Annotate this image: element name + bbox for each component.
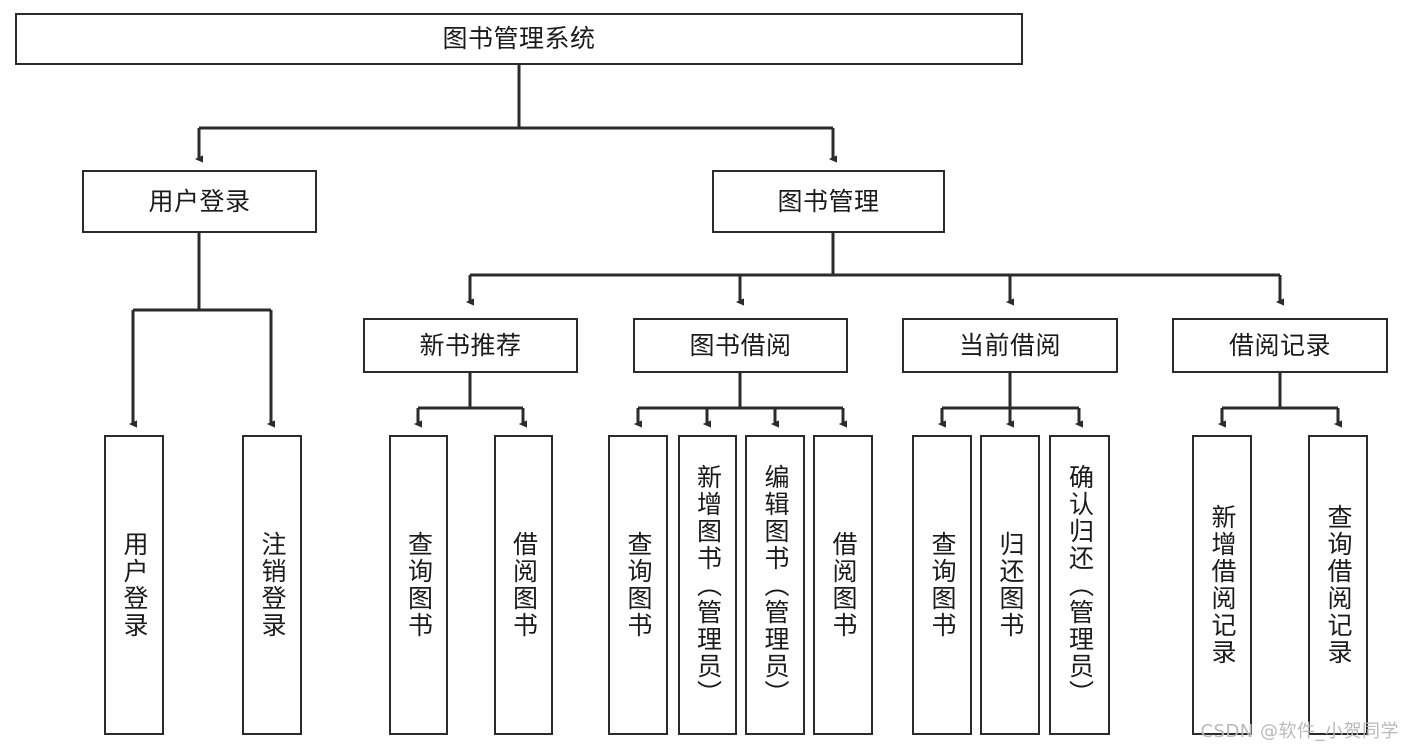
leaf-user-login-2-label: 注销登录: [258, 531, 287, 639]
leaf-book-borrow-4-label: 借阅图书: [829, 531, 858, 639]
node-root-label: 图书管理系统: [442, 24, 596, 54]
leaf-book-borrow-3[interactable]: 编辑图书（管理员）: [745, 435, 805, 735]
leaf-book-borrow-1[interactable]: 查询图书: [608, 435, 668, 735]
leaf-book-borrow-4[interactable]: 借阅图书: [813, 435, 873, 735]
leaf-borrow-record-2[interactable]: 查询借阅记录: [1308, 435, 1368, 735]
leaf-borrow-record-2-label: 查询借阅记录: [1324, 504, 1353, 666]
leaf-user-login-1-label: 用户登录: [120, 531, 149, 639]
leaf-current-borrow-1-label: 查询图书: [928, 531, 957, 639]
leaf-current-borrow-3[interactable]: 确认归还（管理员）: [1049, 435, 1110, 735]
leaf-new-book-2[interactable]: 借阅图书: [494, 435, 553, 735]
leaf-borrow-record-1-label: 新增借阅记录: [1208, 504, 1237, 666]
node-new-book-recommend-label: 新书推荐: [419, 330, 522, 360]
leaf-book-borrow-3-label: 编辑图书（管理员）: [761, 463, 790, 707]
leaf-current-borrow-2-label: 归还图书: [996, 531, 1025, 639]
leaf-book-borrow-2-label: 新增图书（管理员）: [693, 463, 723, 707]
leaf-book-borrow-2[interactable]: 新增图书（管理员）: [678, 435, 737, 735]
leaf-current-borrow-3-label: 确认归还（管理员）: [1065, 463, 1095, 707]
leaf-borrow-record-1[interactable]: 新增借阅记录: [1192, 435, 1252, 735]
node-borrow-record[interactable]: 借阅记录: [1172, 318, 1388, 373]
node-borrow-record-label: 借阅记录: [1228, 330, 1331, 360]
leaf-current-borrow-1[interactable]: 查询图书: [912, 435, 972, 735]
node-user-login[interactable]: 用户登录: [82, 170, 317, 233]
node-root[interactable]: 图书管理系统: [15, 13, 1023, 65]
node-current-borrow[interactable]: 当前借阅: [902, 318, 1118, 373]
leaf-new-book-1[interactable]: 查询图书: [389, 435, 448, 735]
leaf-current-borrow-2[interactable]: 归还图书: [980, 435, 1040, 735]
leaf-user-login-2[interactable]: 注销登录: [242, 435, 302, 735]
node-book-manage[interactable]: 图书管理: [712, 170, 945, 233]
node-book-borrow-label: 图书借阅: [689, 330, 792, 360]
leaf-new-book-1-label: 查询图书: [404, 531, 434, 639]
node-new-book-recommend[interactable]: 新书推荐: [363, 318, 578, 373]
node-book-manage-label: 图书管理: [777, 186, 880, 216]
leaf-book-borrow-1-label: 查询图书: [624, 531, 653, 639]
node-book-borrow[interactable]: 图书借阅: [633, 318, 848, 373]
leaf-user-login-1[interactable]: 用户登录: [104, 435, 164, 735]
leaf-new-book-2-label: 借阅图书: [509, 531, 539, 639]
node-user-login-label: 用户登录: [148, 186, 251, 216]
node-current-borrow-label: 当前借阅: [958, 330, 1061, 360]
